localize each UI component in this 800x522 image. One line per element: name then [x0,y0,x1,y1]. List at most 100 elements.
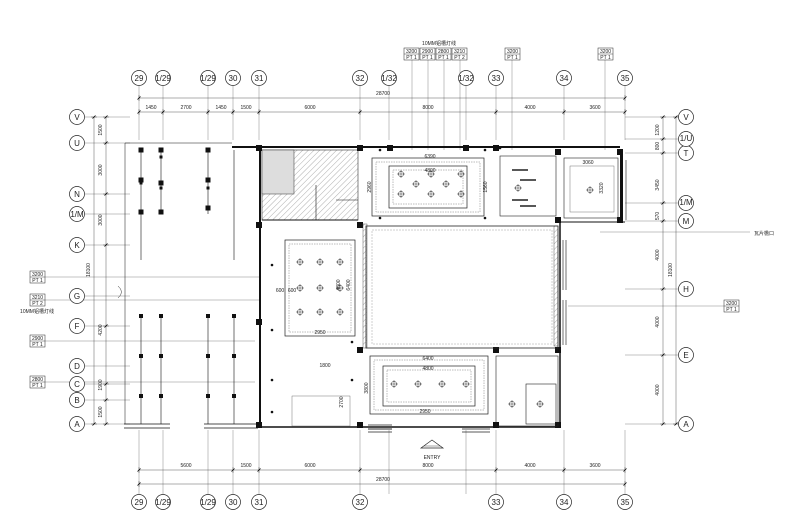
dim-tick [104,382,108,386]
grid-label: 31 [255,498,264,507]
left-note: 10MM铝槽灯线 [20,308,54,315]
dim-tick [661,353,665,357]
dim-label: 5600 [180,463,191,469]
column [256,222,262,228]
grid-label: 1/M [70,210,84,219]
downlight-icon [412,180,420,188]
column [232,314,236,318]
dim-tick [623,482,627,486]
ceiling-room-6 [495,355,559,427]
dim-label: 1450 [145,105,156,111]
ceiling-room-1-inner [375,161,481,213]
tag-sub: PT 1 [32,342,43,348]
spot-light [378,216,382,220]
spot-light [350,340,354,344]
grid-bubble: 1/29 [155,494,171,510]
dim-tick [494,110,498,114]
downlight-icon [457,190,465,198]
downlight-icon [316,308,324,316]
tag-sub: PT 2 [454,55,465,61]
grid-label: 35 [621,498,630,507]
column [232,354,236,358]
door-arc [117,285,122,299]
downlight-icon [390,380,398,388]
tag-value: 2800 [32,377,43,383]
tag-sub: PT 1 [438,55,449,61]
column [139,394,143,398]
dim-label: 3600 [589,105,600,111]
dim-tick [104,324,108,328]
spot-light [483,148,487,152]
grid-label: F [75,322,80,331]
grid-bubble: T [678,145,694,161]
grid-bubble: D [69,358,85,374]
column [357,422,363,428]
dim-tick [661,115,665,119]
tag-value: 3200 [726,301,737,307]
dim-tick [257,468,261,472]
room-dim: 600 [288,288,297,294]
grid-label: 30 [229,74,238,83]
column [555,149,561,155]
dim-tick [623,96,627,100]
dim-tick [231,468,235,472]
dim-label: 2700 [180,105,191,111]
downlight-icon [316,284,324,292]
grid-bubble: 1/M [678,195,694,211]
dim-tick [231,110,235,114]
downlight-icon [514,184,522,192]
room-dim: 2960 [367,181,373,192]
grid-bubble: 34 [556,494,572,510]
dim-label: 1500 [98,124,104,135]
fixtures [139,146,594,414]
ceiling-room-3 [369,355,489,415]
room-dim: 1800 [319,363,330,369]
downlight-icon [457,170,465,178]
spot-light [498,146,502,150]
dim-tick [562,110,566,114]
tag-sub: PT 1 [406,55,417,61]
grid-bubbles-bottom: 29 1/29 1/29 30 31 32 33 34 35 [131,494,633,510]
grid-label: U [74,139,80,148]
column [139,314,143,318]
room-dim: 6390 [424,154,435,160]
dim-tick [674,115,678,119]
ceiling-height-tag: 2900 PT 1 [419,47,436,61]
grid-label: 1/29 [200,74,216,83]
dim-tick [104,141,108,145]
dim-tick [104,422,108,426]
column [139,354,143,358]
column [256,319,262,325]
ceiling-room-6-inner [525,383,557,425]
column [357,145,363,151]
room-dim: 4800 [336,279,342,290]
tag-value: 3200 [600,49,611,55]
grid-bubble: 29 [131,70,147,86]
dim-label: 6000 [304,105,315,111]
tag-sub: PT 2 [32,301,43,307]
downlight-icon [586,186,594,194]
tag-sub: PT 1 [32,278,43,284]
spot-light [159,186,163,190]
ceiling-height-tag: 2900 PT 1 [29,334,46,348]
grid-bubble: 1/29 [155,70,171,86]
grid-label: 33 [492,74,501,83]
dim-tick [494,468,498,472]
downlight-icon [462,380,470,388]
ceiling-room-4 [499,155,557,217]
grid-label: 32 [356,74,365,83]
grid-label: V [74,113,80,122]
downlight-icon [427,190,435,198]
dim-tick [623,110,627,114]
grid-bubble: 1/29 [200,494,216,510]
grid-bubble: 32 [352,70,368,86]
grid-bubble: 1/32 [458,70,474,86]
downlight-icon [397,190,405,198]
grid-bubble: 35 [617,70,633,86]
dim-label: 800 [655,142,661,151]
grid-label: 1/29 [155,498,171,507]
tag-sub: PT 1 [32,383,43,389]
grid-label: 31 [255,74,264,83]
dim-label: 6000 [304,463,315,469]
